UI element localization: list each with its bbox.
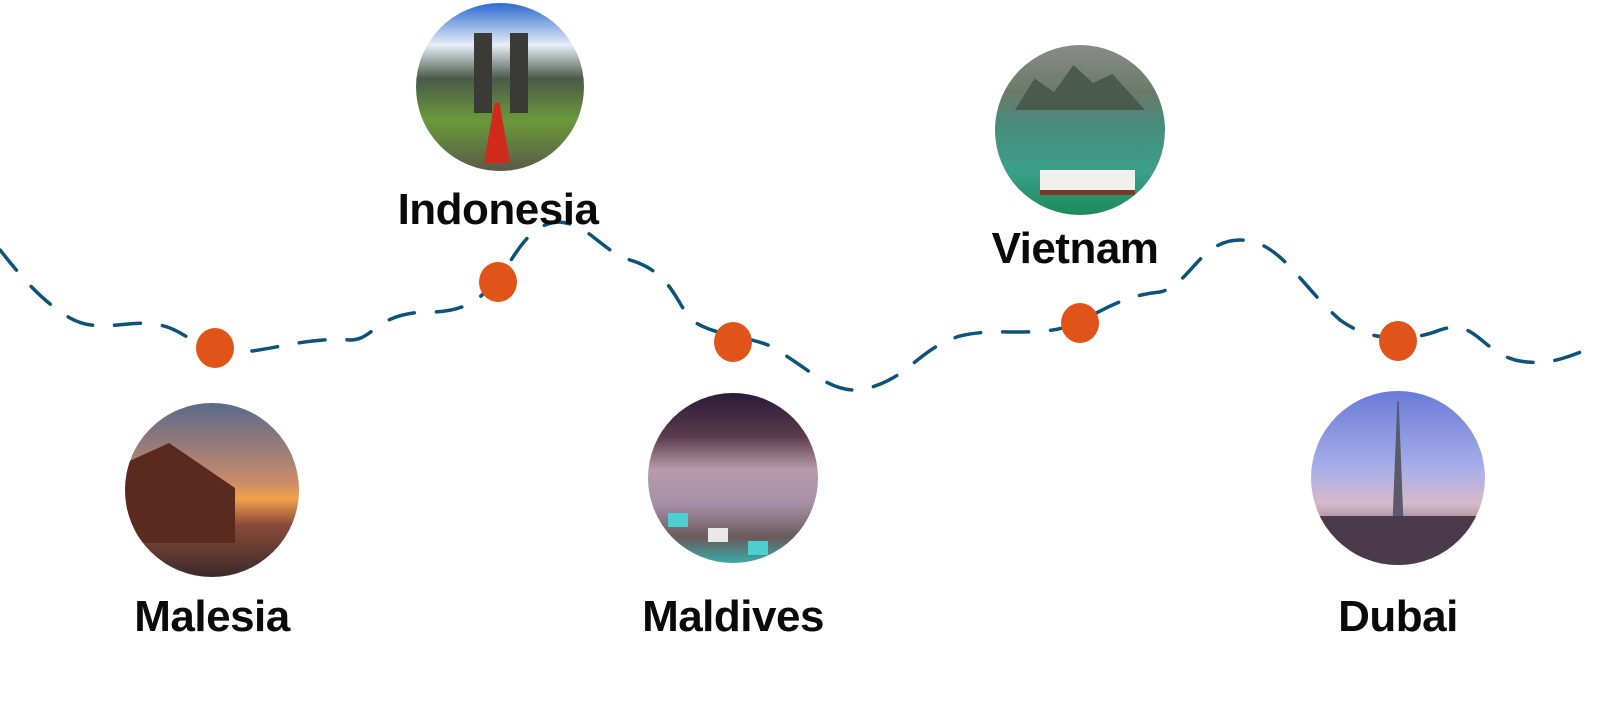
malesia-photo [125, 403, 299, 577]
dubai-photo [1311, 391, 1485, 565]
route-marker-indonesia [479, 262, 517, 302]
destination-label-malesia: Malesia [134, 592, 290, 641]
route-marker-dubai [1379, 321, 1417, 361]
route-marker-maldives [714, 322, 752, 362]
maldives-photo [648, 393, 818, 563]
indonesia-photo [416, 3, 584, 171]
route-marker-malesia [196, 328, 234, 368]
destination-label-vietnam: Vietnam [991, 224, 1159, 273]
vietnam-photo [995, 45, 1165, 215]
destination-label-indonesia: Indonesia [397, 185, 599, 234]
route-marker-vietnam [1061, 303, 1099, 343]
destination-label-dubai: Dubai [1338, 592, 1458, 641]
destination-label-maldives: Maldives [642, 592, 824, 641]
